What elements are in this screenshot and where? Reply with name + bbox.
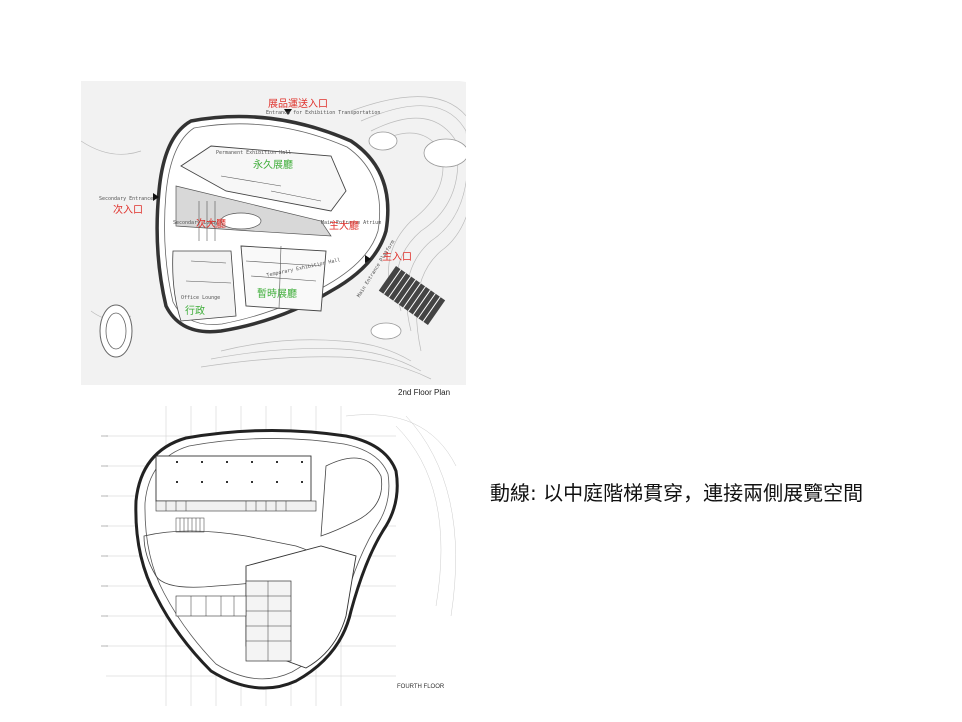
exhibit-entrance-en-label: Entrance for Exhibition Transportation	[266, 110, 381, 116]
second-floor-plan-drawing	[81, 81, 466, 385]
fourth-floor-plan-drawing	[101, 406, 457, 706]
exhibit-entrance-label: 展品運送入口	[268, 99, 328, 110]
temporary-hall-label: 暫時展廳	[257, 289, 297, 300]
secondary-entrance-en-label: Secondary Entrance	[99, 196, 154, 202]
office-label: 行政	[185, 306, 205, 317]
main-lobby-en-label: Main Entrance Atrium	[321, 220, 382, 226]
fourth-floor-plan	[96, 406, 486, 712]
office-en-label: Office Lounge	[181, 295, 221, 301]
main-entrance-label: 主入口	[382, 252, 412, 263]
main-lobby-label: 主大廳	[329, 221, 359, 232]
secondary-entrance-label: 次入口	[113, 205, 143, 216]
permanent-hall-en-label: Permanent Exhibition Hall	[216, 150, 292, 156]
fourth-floor-caption: FOURTH FLOOR	[397, 684, 445, 690]
second-floor-caption: 2nd Floor Plan	[398, 388, 451, 397]
permanent-hall-label: 永久展廳	[253, 160, 293, 171]
secondary-lobby-label: 次大廳	[196, 219, 226, 230]
secondary-lobby-en-label: Secondary Lobby	[173, 220, 219, 226]
second-floor-plan: 展品運送入口 Entrance for Exhibition Transport…	[81, 81, 466, 385]
circulation-note: 動線: 以中庭階梯貫穿，連接兩側展覽空間	[490, 481, 864, 505]
